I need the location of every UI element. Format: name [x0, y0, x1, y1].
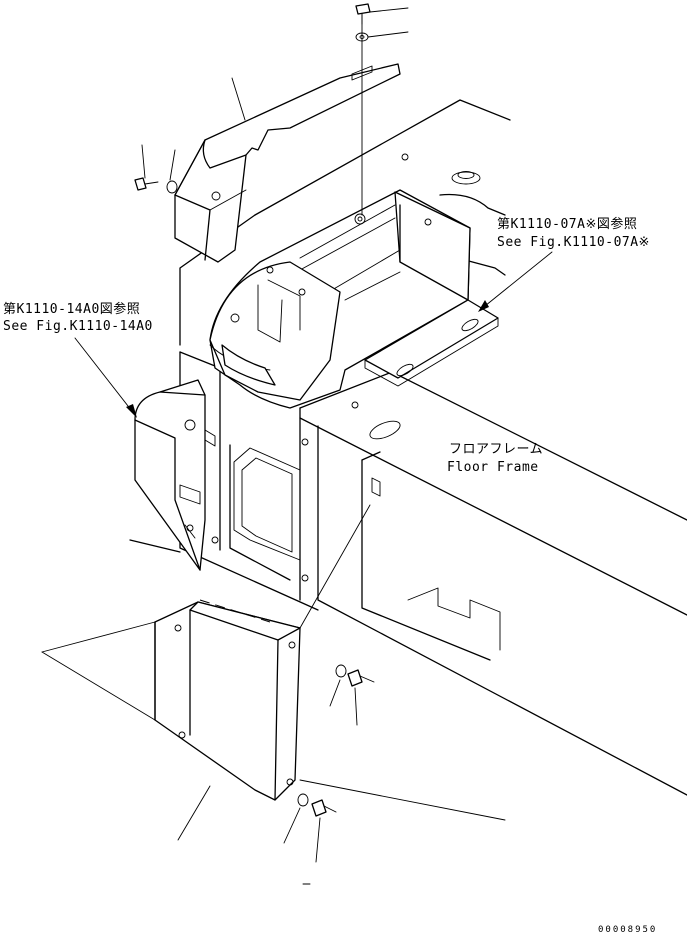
- side-panel-left: [134, 379, 216, 571]
- bolt-right-upper: [347, 669, 375, 687]
- lower-cover: [154, 599, 301, 801]
- arrowhead-07a: [478, 300, 489, 312]
- floor-frame-label-jp: フロアフレーム: [449, 442, 543, 457]
- bolt-right-lower: [311, 799, 337, 817]
- bolt-left: [134, 177, 159, 191]
- leader-lines: [41, 7, 553, 885]
- washer-right-upper: [335, 664, 347, 678]
- callout-07a-en: See Fig.K1110-07A※: [497, 235, 650, 250]
- callout-14a0-en: See Fig.K1110-14A0: [3, 319, 153, 334]
- floor-frame-label-en: Floor Frame: [447, 460, 539, 475]
- arrowhead-14a0: [126, 404, 137, 418]
- callout-07a-jp: 第K1110-07A※図参照: [497, 216, 637, 232]
- floor-frame: [129, 351, 687, 796]
- washer-left: [166, 180, 178, 194]
- bolt-top: [355, 3, 371, 25]
- top-cover-plate: [174, 63, 401, 263]
- washer-right-lower: [297, 793, 309, 807]
- console-bracket: [364, 299, 499, 387]
- console-box: [209, 189, 471, 409]
- callout-14a0-jp: 第K1110-14A0図参照: [3, 301, 140, 317]
- drawing-code: 00008950: [598, 925, 657, 935]
